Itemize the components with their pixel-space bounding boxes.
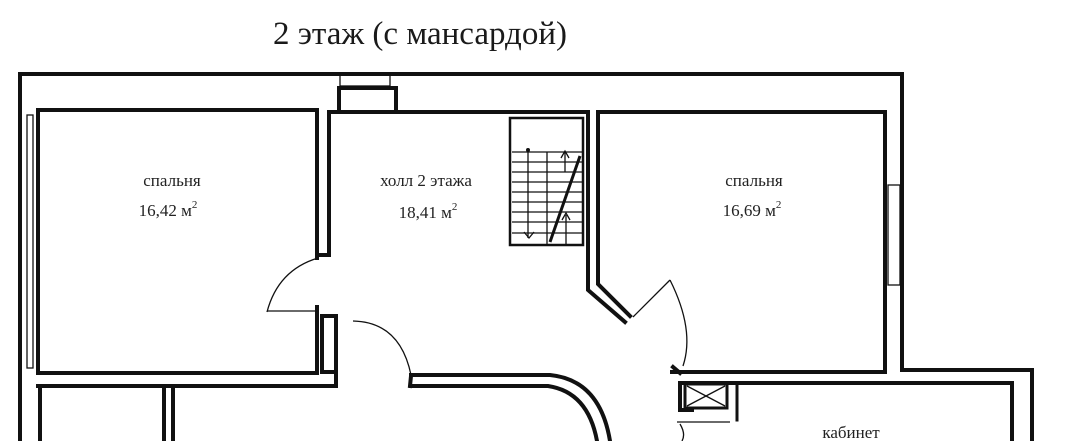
door-leaf: [632, 279, 671, 318]
room-area-bedroom-2: 16,69 м2: [723, 199, 782, 220]
outer-walls: [18, 72, 1034, 441]
arrow-down-icon: [523, 231, 535, 240]
window-right: [887, 184, 901, 286]
room-area-bedroom-1: 16,42 м2: [139, 199, 198, 220]
left-bedroom-walls: [26, 108, 338, 441]
door-swing-left-bedroom: [266, 257, 319, 313]
window-left: [26, 114, 34, 369]
right-bedroom-walls: [586, 110, 901, 376]
room-name-cabinet: кабинет: [822, 423, 880, 441]
room-labels: спальня 16,42 м2 холл 2 этажа 18,41 м2 с…: [139, 171, 881, 441]
door-swing-hall: [352, 320, 412, 376]
room-name-hall: холл 2 этажа: [380, 171, 472, 190]
door-swing-right-bedroom: [669, 279, 688, 367]
hall-walls: [327, 73, 613, 441]
room-area-hall: 18,41 м2: [399, 201, 458, 222]
floor-title: 2 этаж (с мансардой): [273, 16, 567, 52]
arrow-up-icon: [561, 211, 571, 221]
staircase: [508, 116, 585, 247]
room-name-bedroom-2: спальня: [725, 171, 783, 190]
chimney: [337, 86, 398, 114]
arrow-up-icon: [560, 149, 570, 159]
cabinet-block: [677, 382, 739, 441]
room-name-bedroom-1: спальня: [143, 171, 201, 190]
